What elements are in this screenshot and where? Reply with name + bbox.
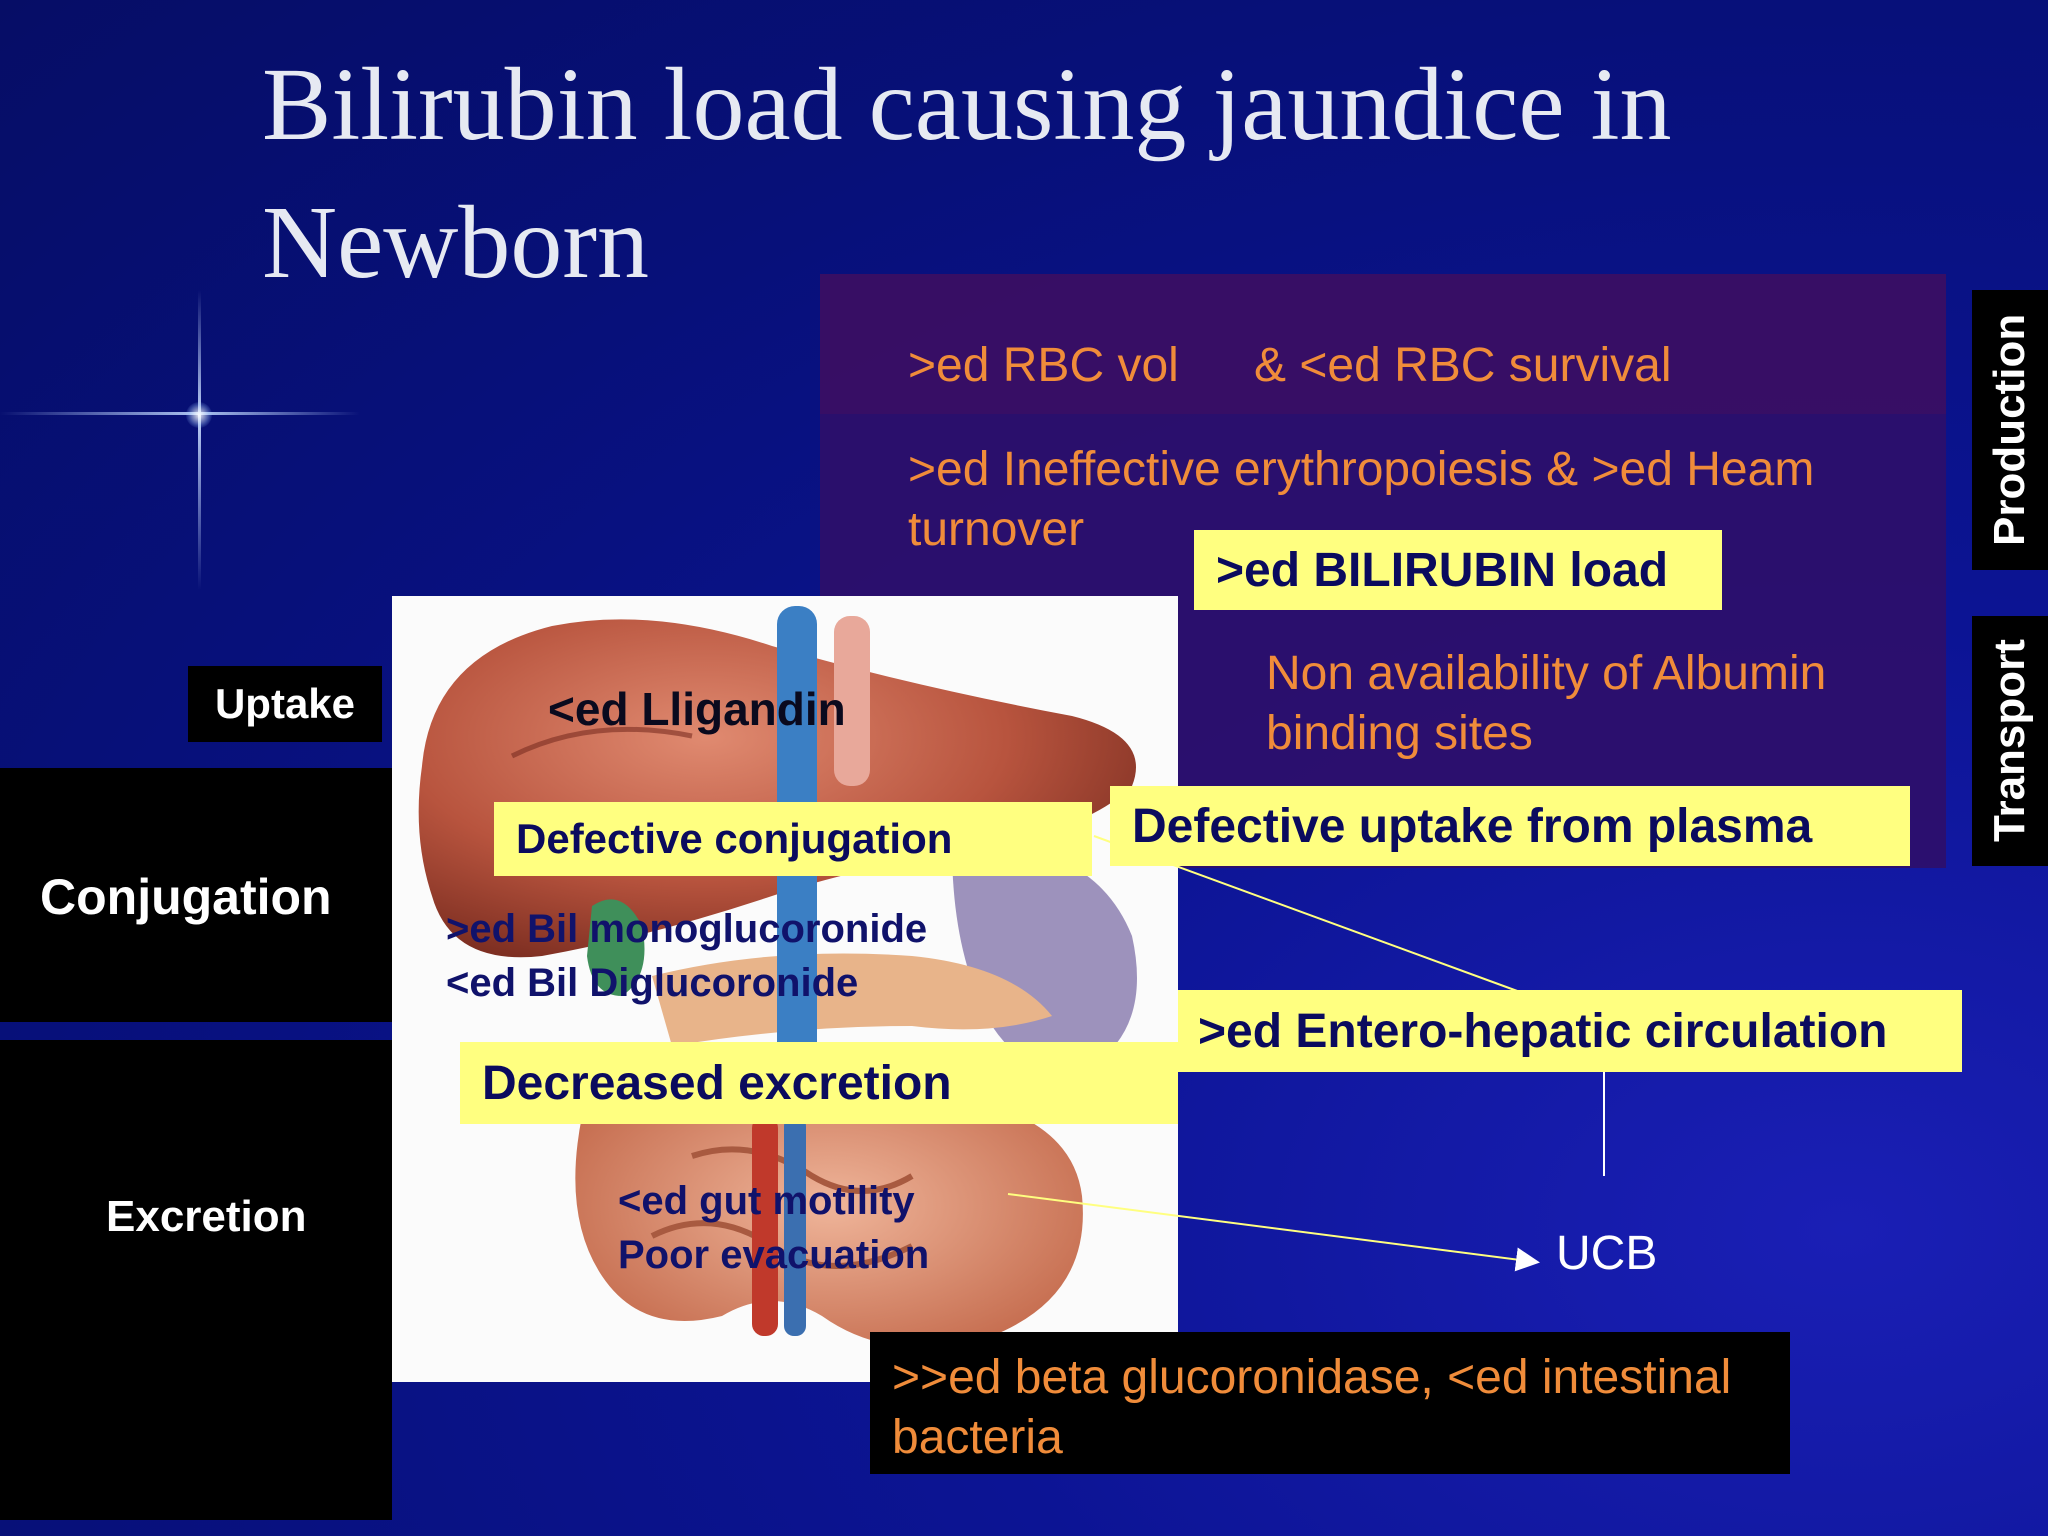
liver-illustration (392, 596, 1178, 1382)
gut-to-ucb-arrow (1007, 1193, 1540, 1272)
light-flare-horizontal (0, 412, 360, 415)
aorta-upper (834, 616, 870, 786)
light-flare-core (186, 402, 212, 428)
glucuronidase-box: >>ed beta glucoronidase, <ed intestinal … (870, 1332, 1790, 1474)
ivc-lower (784, 1116, 806, 1336)
intestine-shape (575, 1064, 1083, 1348)
gallbladder-shape (587, 899, 645, 996)
aorta-lower (752, 1116, 778, 1336)
pancreas-shape (652, 953, 1052, 1046)
production-panel (820, 274, 1946, 414)
excretion-box: Excretion (0, 1040, 392, 1520)
light-flare-vertical (198, 290, 201, 590)
ligandin-text: <ed Lligandin (548, 683, 846, 735)
conjugation-box: Conjugation (0, 768, 392, 1022)
monoglucuronide-text: >ed Bil monoglucoronide (446, 907, 928, 951)
gut-motility-text: <ed gut motility (618, 1179, 915, 1223)
decreased-excretion-callout: Decreased excretion (460, 1042, 1178, 1124)
erythropoiesis-text: >ed Ineffective erythropoiesis & >ed Hea… (908, 443, 1815, 556)
albumin-text: Non availability of Albumin binding site… (1266, 647, 1827, 760)
defective-uptake-callout: Defective uptake from plasma (1110, 786, 1910, 866)
ucb-label: UCB (1556, 1227, 1658, 1280)
conjugation-label: Conjugation (40, 869, 332, 925)
enterohepatic-callout: >ed Entero-hepatic circulation (1178, 990, 1962, 1072)
liver-anatomy-drawing (418, 606, 1137, 1348)
intestine-fold (691, 1146, 914, 1194)
defective-conjugation-callout: Defective conjugation (494, 802, 1092, 876)
rbc-survival-text: & <ed RBC survival (1254, 339, 1672, 392)
excretion-label: Excretion (106, 1192, 307, 1241)
diglucuronide-text: <ed Bil Diglucoronide (446, 961, 859, 1005)
bilirubin-load-callout: >ed BILIRUBIN load (1194, 530, 1722, 610)
poor-evacuation-text: Poor evacuation (618, 1233, 930, 1277)
rbc-volume-text: >ed RBC vol (908, 339, 1179, 392)
slide-title: Bilirubin load causing jaundice in Newbo… (262, 47, 1672, 300)
uptake-label: Uptake (188, 666, 382, 742)
glucuronidase-text: >>ed beta glucoronidase, <ed intestinal … (892, 1351, 1732, 1464)
